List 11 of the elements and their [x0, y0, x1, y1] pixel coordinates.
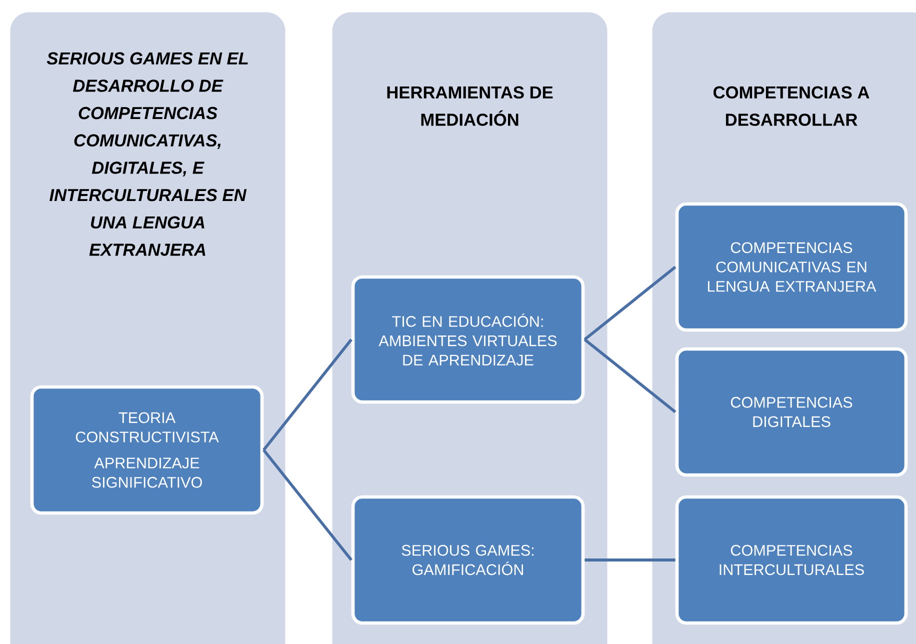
process-box: COMPETENCIAS DIGITALES [675, 347, 908, 477]
process-box: COMPETENCIAS INTERCULTURALES [675, 495, 908, 625]
connector-line [584, 266, 676, 341]
process-box: TEORIA CONSTRUCTIVISTA APRENDIZAJE SIGNIFICATIVO [30, 385, 264, 515]
process-box: TIC EN EDUCACIÓN: AMBIENTES VIRTUALES DE APRENDIZAJE [351, 275, 585, 404]
connector-line [584, 338, 676, 414]
connector-line [584, 558, 676, 562]
process-box: COMPETENCIAS COMUNICATIVAS EN LENGUA EXTRANJERA [675, 202, 908, 332]
process-box: SERIOUS GAMES: GAMIFICACIÓN [351, 495, 585, 625]
connector-line [262, 338, 352, 451]
connector-line [262, 449, 352, 561]
